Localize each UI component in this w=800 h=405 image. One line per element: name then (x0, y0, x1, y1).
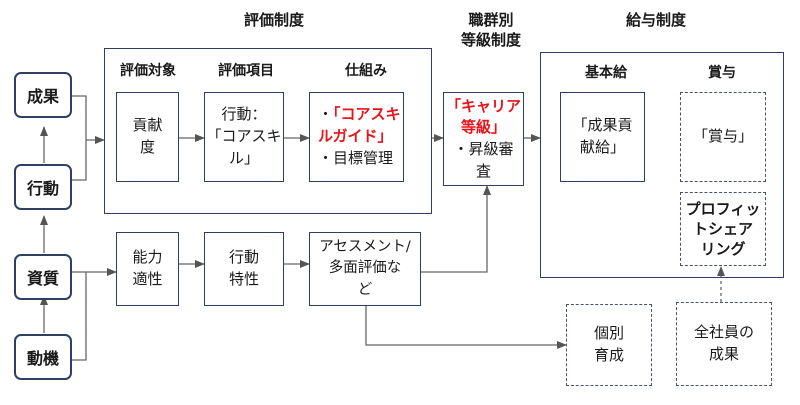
assessment-line3: ど (357, 281, 373, 298)
individual-dev-line1: 個別 (593, 324, 624, 343)
contribution-line1: 貢献 (132, 116, 163, 135)
behavior-trait-box: 行動 特性 (204, 232, 284, 306)
assessment-box: アセスメント/ 多面評価な ど (309, 232, 421, 306)
action-item-line3: ル」 (228, 148, 259, 167)
company-results-line2: 成果 (708, 345, 739, 363)
bonus-box: 「賞与」 (680, 92, 766, 182)
subheader-mechanism: 仕組み (345, 63, 387, 79)
header-grade-line1: 職群別 (468, 11, 514, 29)
goal-management-line: ・目標管理 (318, 148, 394, 167)
action-item-line2: 「コアスキ (206, 127, 282, 146)
motivation-node: 動機 (14, 334, 72, 380)
behavior-trait-line2: 特性 (228, 270, 259, 288)
header-grade-line2: 等級制度 (460, 31, 521, 50)
core-skill-guide-red1: 「コアスキ (333, 105, 401, 124)
results-node: 成果 (14, 72, 72, 118)
header-salary-system: 給与制度 (625, 11, 686, 29)
individual-development-box: 個別 育成 (566, 304, 652, 386)
mechanism-line1: ・「コアスキ (318, 104, 401, 126)
company-results-box: 全社員の 成果 (676, 302, 772, 386)
action-item-line1: 行動： (221, 105, 267, 124)
salary-group-frame (540, 52, 784, 278)
evaluation-group-frame (104, 48, 432, 214)
header-grade-system: 職群別 等級制度 (446, 10, 536, 51)
promotion-review-line2: 査 (475, 161, 491, 180)
assessment-line2: 多面評価な (328, 260, 402, 277)
base-pay-line2: 献給」 (579, 138, 625, 156)
base-pay-line1: 「成果貢 (572, 116, 633, 135)
action-node: 行動 (14, 164, 72, 210)
individual-dev-line2: 育成 (593, 346, 624, 364)
subheader-target: 評価対象 (120, 63, 176, 79)
bonus-box-label: 「賞与」 (692, 127, 753, 146)
profit-sharing-box: プロフィッ トシェア リング (680, 192, 766, 266)
subheader-base-pay: 基本給 (585, 65, 627, 81)
career-grade-red2: 等級」 (460, 118, 506, 137)
career-grade-box: 「キャリア 等級」 ・昇級審 査 (443, 92, 524, 186)
ability-line1: 能力 (132, 248, 163, 267)
assessment-line1: アセスメント/ (319, 239, 411, 256)
subheader-items: 評価項目 (218, 63, 274, 79)
mechanism-bullet: ・ (318, 105, 334, 124)
contribution-box: 貢献 度 (116, 92, 179, 182)
header-evaluation-system: 評価制度 (243, 11, 304, 29)
profit-sharing-line1: プロフィッ (685, 199, 761, 218)
subheader-bonus: 賞与 (708, 65, 736, 81)
profit-sharing-line3: リング (700, 240, 746, 259)
ability-line2: 適性 (132, 270, 163, 288)
base-pay-box: 「成果貢 献給」 (560, 92, 645, 182)
company-results-line1: 全社員の (693, 323, 754, 342)
promotion-review-line1: ・昇級審 (453, 140, 514, 158)
contribution-line2: 度 (139, 138, 155, 156)
profit-sharing-line2: トシェア (692, 219, 753, 238)
action-item-box: 行動： 「コアスキ ル」 (204, 92, 284, 182)
qualities-node: 資質 (14, 254, 72, 300)
career-grade-red1: 「キャリア (445, 96, 521, 115)
core-skill-guide-red2: ルガイド」 (318, 127, 393, 146)
ability-box: 能力 適性 (116, 232, 179, 306)
mechanism-box: ・「コアスキ ルガイド」 ・目標管理 (309, 92, 404, 182)
behavior-trait-line1: 行動 (228, 248, 259, 267)
